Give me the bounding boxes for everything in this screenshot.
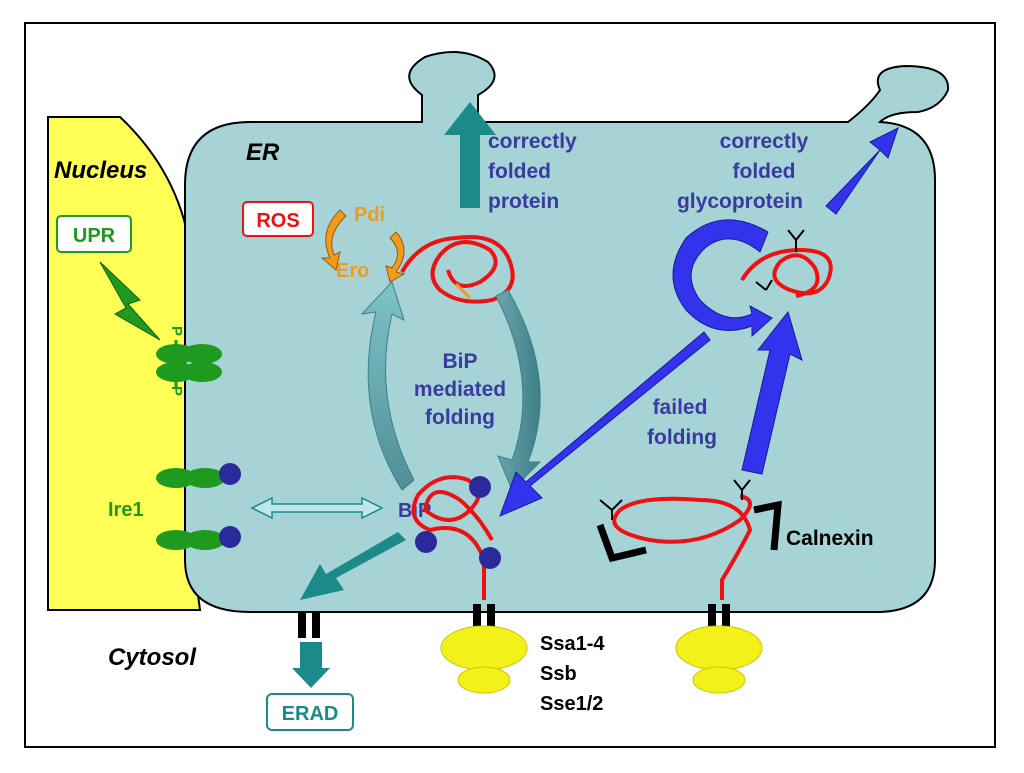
bip-folding-line1: BiP (442, 350, 477, 373)
failed-folding-line1: failed (653, 396, 708, 419)
calnexin-right-icon (753, 500, 782, 551)
erad-arrow-icon (292, 642, 330, 688)
ire1-bip-complex-bottom (156, 526, 241, 550)
exchange-arrow-icon (250, 496, 384, 520)
secretion-arrow-icon (444, 102, 496, 208)
erad-label: ERAD (282, 703, 339, 725)
ros-box (242, 201, 314, 237)
bip-cycle-left-arrow-icon (360, 281, 415, 491)
glycan-icon-2 (733, 479, 751, 500)
glycoprotein-calnexin (612, 494, 753, 600)
ros-label: ROS (256, 210, 299, 232)
folded-glycoprotein (740, 247, 833, 298)
translocon-erad (298, 612, 320, 638)
ire1-dimer-phosphorylated: P P (156, 326, 222, 396)
correct-glyco-line1: correctly (720, 130, 809, 153)
upr-signal-icon (99, 261, 161, 341)
bip-folding-line3: folding (425, 406, 495, 429)
translocon-right (708, 604, 730, 638)
correct-glyco-line3: glycoprotein (677, 190, 803, 213)
glycan-icon-1 (599, 499, 623, 520)
chaperone-line1: Ssa1-4 (540, 633, 605, 655)
upr-label: UPR (73, 225, 116, 247)
cytosol-label: Cytosol (108, 644, 197, 671)
bip-cycle-right-arrow-icon (495, 289, 542, 491)
erad-box (266, 693, 354, 731)
redox-arrow-left-icon (320, 209, 347, 271)
translocon-center (473, 604, 495, 638)
ribosome-center (440, 625, 528, 694)
glyco-secretion-arrow-icon (825, 127, 899, 215)
correct-glyco-line2: folded (733, 160, 796, 183)
folding-cycle-c-arrow-icon (672, 219, 773, 338)
pdi-label: Pdi (354, 204, 385, 226)
correct-protein-line3: protein (488, 190, 559, 213)
chaperone-line2: Ssb (540, 663, 577, 685)
disulfide-bond-icon (454, 282, 472, 300)
nucleus-label: Nucleus (54, 157, 147, 184)
failed-folding-arrow-icon (499, 331, 711, 517)
erad-target-arrow-icon (300, 532, 406, 600)
bip-folding-line2: mediated (414, 378, 506, 401)
failed-folding-line2: folding (647, 426, 717, 449)
glycan-icon-3 (787, 229, 805, 252)
er-label: ER (246, 139, 280, 166)
correct-protein-line2: folded (488, 160, 551, 183)
calnexin-label: Calnexin (786, 527, 874, 550)
chaperone-line3: Sse1/2 (540, 693, 603, 715)
bip-bound-1 (469, 476, 491, 498)
bip-bound-3 (479, 547, 501, 569)
folded-protein-center (400, 235, 515, 304)
glycan-icon-4 (755, 279, 773, 291)
calnexin-cycle-arrow-icon (741, 310, 803, 475)
redox-arrow-right-icon (385, 231, 406, 283)
phospho-label-top: P (168, 326, 185, 336)
ire1-bip-complex-top (156, 463, 241, 488)
correct-protein-line1: correctly (488, 130, 577, 153)
ero-label: Ero (336, 260, 369, 282)
upr-box (56, 215, 132, 253)
phospho-label-bottom: P (168, 386, 185, 396)
ribosome-right (675, 625, 763, 694)
bip-bound-2 (415, 531, 437, 553)
calnexin-left-icon (596, 523, 647, 563)
ire1-label: Ire1 (108, 499, 144, 521)
